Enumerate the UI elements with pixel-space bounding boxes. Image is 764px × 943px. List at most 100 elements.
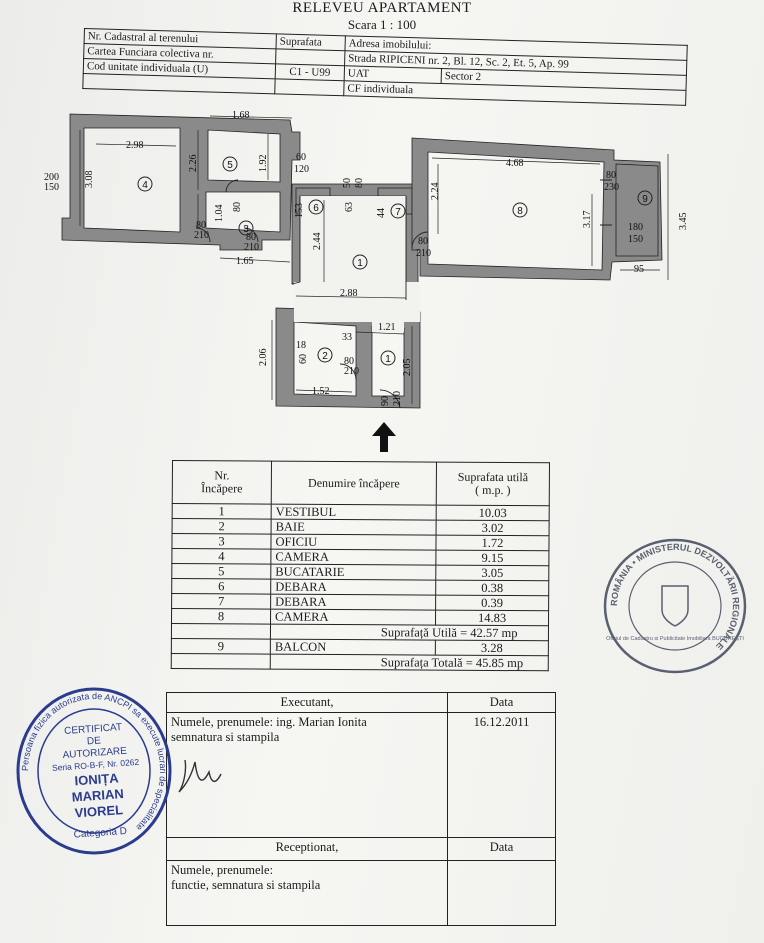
dim-label: 44: [376, 208, 387, 218]
room-marker-4: 4: [137, 176, 153, 192]
room-marker-6: 6: [308, 199, 324, 215]
dim-label: 18: [296, 340, 306, 351]
data-label-2: Data: [447, 837, 556, 861]
dim-label: 3.17: [582, 211, 593, 229]
dim-label: 2.06: [258, 349, 269, 367]
dim-label: 2.88: [340, 288, 358, 299]
dim-label: 1.52: [312, 386, 330, 397]
room-marker-2: 2: [317, 347, 333, 363]
room-marker-7: 7: [390, 203, 406, 219]
receptionat-label: Receptionat,: [166, 837, 448, 861]
svg-text:8: 8: [517, 206, 523, 217]
dim-label: 80: [606, 170, 616, 181]
dim-label: 3.08: [84, 171, 95, 189]
ministry-stamp: ROMÂNIA • MINISTERUL DEZVOLTĂRII REGIONA…: [603, 538, 747, 674]
svg-text:MARIAN: MARIAN: [71, 786, 124, 805]
dim-label: 80: [354, 178, 365, 188]
dim-label: 4.68: [506, 158, 524, 169]
dim-label: 2.24: [430, 183, 441, 201]
document-scale: Scara 1 : 100: [347, 17, 417, 32]
dim-label: 210: [416, 248, 431, 259]
svg-text:4: 4: [142, 180, 148, 191]
data-label: Data: [447, 692, 556, 713]
svg-text:6: 6: [313, 203, 319, 214]
receptionat-cell: Numele, prenumele: functie, semnatura si…: [166, 860, 448, 926]
executant-signature-label: semnatura si stampila: [171, 730, 280, 744]
executant-date: 16.12.2011: [447, 712, 556, 838]
total-row: Suprafața Totală = 45.85 mp: [171, 653, 549, 671]
ministry-inner-text: Oficiul de Cadastru si Publicitate Imobi…: [606, 636, 744, 642]
svg-text:1: 1: [385, 354, 391, 365]
executant-cell: Numele, prenumele: ing. Marian Ionita se…: [166, 712, 448, 838]
dim-label: 60: [296, 152, 306, 163]
dim-label: 50: [342, 178, 353, 188]
dim-label: 60: [298, 354, 309, 364]
entrance-arrow-icon: [372, 422, 396, 452]
svg-text:2: 2: [322, 351, 328, 362]
header-suprafata: Suprafata utilă( m.p. ): [436, 462, 550, 506]
header-denumire: Denumire încăpere: [271, 461, 437, 506]
floor-plan: 1.68 2.98 2.26 1.92 3.08 1.04 200 150 60…: [44, 110, 689, 409]
dim-label: 210: [244, 242, 259, 253]
receptionat-name-label: Numele, prenumele:: [171, 863, 274, 877]
dim-label: 153: [294, 203, 305, 218]
svg-text:7: 7: [395, 207, 401, 218]
dim-label: 1.68: [232, 110, 250, 121]
dim-label: 80: [246, 232, 256, 243]
dim-label: 200: [44, 172, 59, 183]
authorization-stamp: Persoana fizica autorizata de ANCPI sa e…: [16, 687, 172, 855]
total-util: Suprafață Utilă = 42.57 mp: [270, 624, 549, 641]
svg-text:1: 1: [357, 258, 363, 269]
svg-text:3: 3: [243, 224, 249, 235]
dim-label: 150: [628, 234, 643, 245]
dim-label: 180: [628, 222, 643, 233]
room-marker-9: 9: [637, 190, 653, 206]
dim-label: 1.92: [258, 155, 269, 173]
receptionat-functie-label: functie, semnatura si stampila: [171, 878, 321, 892]
signature: [178, 759, 222, 793]
svg-text:5: 5: [227, 160, 233, 171]
total-area: Suprafața Totală = 45.85 mp: [270, 654, 549, 671]
svg-text:VIOREL: VIOREL: [74, 802, 123, 820]
dim-label: 80: [418, 236, 428, 247]
executant-label: Executant,: [166, 692, 448, 713]
dim-label: 1.04: [214, 205, 225, 223]
dim-label: 1.65: [236, 256, 254, 267]
dim-label: 2.05: [402, 359, 413, 377]
dim-label: 1.21: [378, 322, 396, 333]
svg-text:AUTORIZARE: AUTORIZARE: [62, 746, 127, 761]
svg-text:CERTIFICAT: CERTIFICAT: [64, 722, 123, 737]
dim-label: 210: [344, 366, 359, 377]
coat-of-arms-icon: [661, 585, 689, 627]
dim-label: 2.44: [312, 233, 323, 251]
header-info-table: Nr. Cadastral al terenului Suprafata Adr…: [82, 28, 688, 106]
room-marker-3: 3: [238, 220, 254, 236]
dim-label: 120: [294, 164, 309, 175]
dim-label: 95: [634, 264, 644, 275]
wall-right-block: [411, 137, 663, 281]
rooms-table: Nr.Încăpere Denumire încăpere Suprafata …: [171, 460, 550, 671]
room-marker-1: 1: [352, 254, 368, 270]
dim-label: 2.26: [188, 155, 199, 173]
dim-label: 210: [194, 230, 209, 241]
signoff-table: Executant, Data Numele, prenumele: ing. …: [166, 692, 556, 926]
room-marker-5: 5: [222, 156, 238, 172]
dim-label: 210: [392, 391, 403, 406]
dim-label: 80: [232, 202, 243, 212]
header-nr: Nr.Încăpere: [172, 460, 272, 505]
dim-label: 230: [604, 182, 619, 193]
executant-name: Numele, prenumele: ing. Marian Ionita: [171, 715, 367, 729]
room-marker-8: 8: [512, 202, 528, 218]
dim-label: 150: [44, 182, 59, 193]
document-title: RELEVEU APARTAMENT: [292, 0, 472, 16]
dim-label: 80: [196, 220, 206, 231]
dim-label: 63: [344, 202, 355, 212]
svg-text:IONIȚA: IONIȚA: [74, 770, 120, 788]
svg-text:9: 9: [642, 194, 648, 205]
room-marker-1b: 1: [380, 350, 396, 366]
dim-label: 33: [342, 332, 352, 343]
dim-label: 2.98: [126, 140, 144, 151]
wall-left-block: [61, 113, 301, 251]
rooms-table-header: Nr.Încăpere Denumire încăpere Suprafata …: [172, 460, 550, 506]
dim-label: 80: [344, 356, 354, 367]
